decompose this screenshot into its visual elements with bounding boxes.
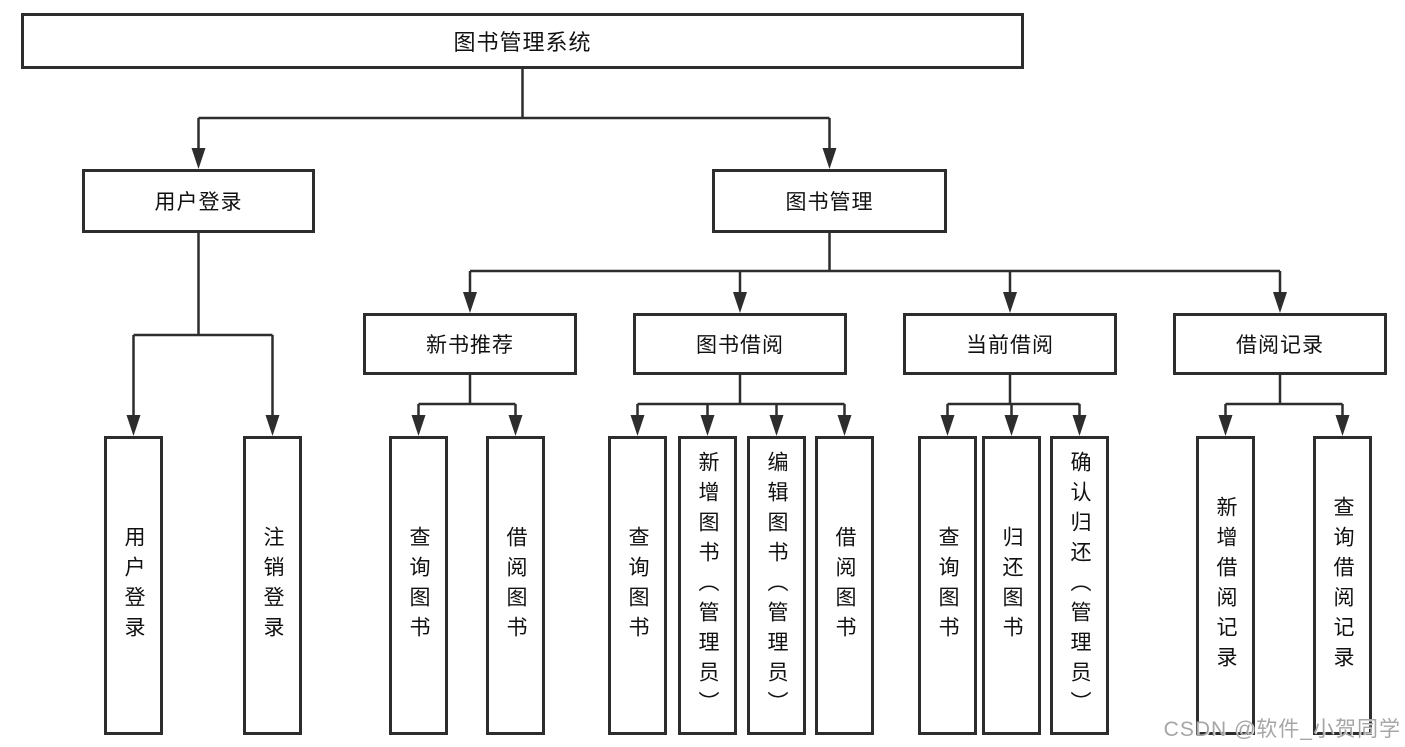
arrowhead <box>1004 415 1019 436</box>
arrowhead <box>126 415 141 436</box>
leaf-add-borrowing-record: 新增借阅记录 <box>1196 436 1255 735</box>
arrowhead <box>1273 292 1287 313</box>
arrowhead <box>411 415 426 436</box>
arrowhead <box>837 415 852 436</box>
arrowhead <box>1335 415 1350 436</box>
arrowhead <box>630 415 645 436</box>
node-book-borrowing: 图书借阅 <box>633 313 847 375</box>
leaf-query-books-recommendation: 查询图书 <box>389 436 448 735</box>
leaf-query-borrowing-record: 查询借阅记录 <box>1313 436 1372 735</box>
leaf-confirm-return-admin: 确认归还（管理员） <box>1050 436 1109 735</box>
root-to-level2-lines <box>197 69 831 150</box>
user-login-subtree-lines <box>132 233 274 417</box>
leaf-query-books-current: 查询图书 <box>918 436 977 735</box>
leaf-borrow-books: 借阅图书 <box>815 436 874 735</box>
node-user-login: 用户登录 <box>82 169 315 233</box>
arrowhead <box>700 415 715 436</box>
arrowhead <box>463 292 477 313</box>
arrowhead <box>1218 415 1233 436</box>
connector-paths <box>132 69 1344 417</box>
arrowhead <box>822 148 837 169</box>
leaf-user-login: 用户登录 <box>104 436 163 735</box>
node-new-book-recommendation: 新书推荐 <box>363 313 577 375</box>
arrowhead <box>940 415 955 436</box>
node-book-management: 图书管理 <box>712 169 947 233</box>
node-borrowing-records: 借阅记录 <box>1173 313 1387 375</box>
node-current-borrowing: 当前借阅 <box>903 313 1117 375</box>
arrowhead <box>265 415 280 436</box>
arrowhead <box>1003 292 1017 313</box>
leaf-logout: 注销登录 <box>243 436 302 735</box>
leaf-borrow-books-recommendation: 借阅图书 <box>486 436 545 735</box>
level3-to-leaves-lines <box>417 375 1344 417</box>
arrowhead <box>508 415 523 436</box>
root-node-library-management-system: 图书管理系统 <box>21 13 1024 69</box>
arrowheads <box>126 148 1350 436</box>
leaf-edit-books-admin: 编辑图书（管理员） <box>747 436 806 735</box>
watermark: CSDN @软件_小贺同学 <box>1163 718 1401 741</box>
leaf-return-books: 归还图书 <box>982 436 1041 735</box>
leaf-add-books-admin: 新增图书（管理员） <box>678 436 737 735</box>
leaf-query-books-borrowing: 查询图书 <box>608 436 667 735</box>
arrowhead <box>191 148 206 169</box>
book-management-to-level3-lines <box>468 233 1282 294</box>
arrowhead <box>733 292 747 313</box>
arrowhead <box>1072 415 1087 436</box>
arrowhead <box>769 415 784 436</box>
